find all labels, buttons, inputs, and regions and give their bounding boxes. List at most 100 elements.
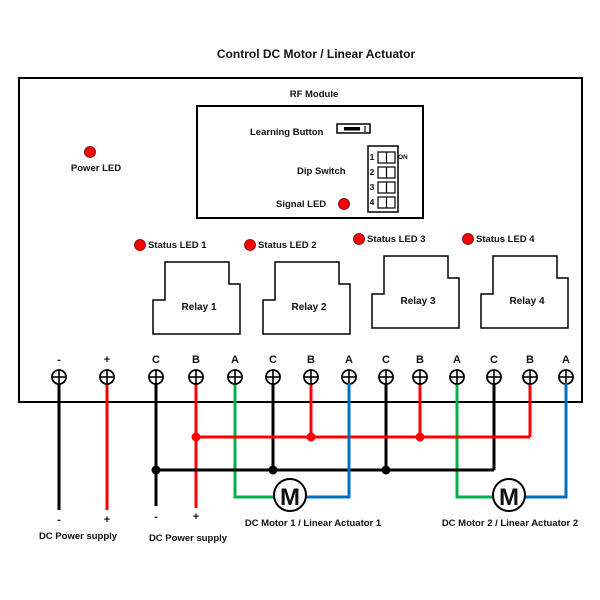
power-supplies: - + DC Power supply - + DC Power supply — [39, 511, 228, 544]
motor-label: DC Motor 2 / Linear Actuator 2 — [442, 518, 578, 529]
terminal-label: C — [152, 354, 160, 366]
terminal-label: + — [104, 354, 110, 366]
dip-position-number: 3 — [370, 182, 375, 192]
relay-label: Relay 1 — [181, 302, 216, 313]
motor-icon — [273, 478, 307, 512]
junction-dot — [151, 465, 161, 475]
rf-module-label: RF Module — [290, 89, 339, 100]
relay-1: Status LED 1 Relay 1 — [134, 239, 241, 335]
dip-position-number: 1 — [370, 152, 375, 162]
controller-board — [18, 77, 583, 403]
relay-2: Status LED 2 Relay 2 — [244, 239, 351, 335]
motor-wire-blue — [525, 383, 568, 499]
terminal-14[interactable]: A — [558, 354, 574, 385]
terminal-label: A — [231, 354, 239, 366]
minus-label: - — [154, 511, 158, 523]
relay-body — [152, 261, 241, 335]
terminal-12[interactable]: C — [486, 354, 502, 385]
status-led-icon — [134, 239, 146, 251]
status-led-icon — [462, 233, 474, 245]
relay-label: Relay 3 — [400, 296, 435, 307]
terminal-5[interactable]: A — [227, 354, 243, 385]
rf-module-box — [196, 105, 424, 219]
terminal-label: A — [562, 354, 570, 366]
status-led-label: Status LED 2 — [258, 240, 317, 251]
terminal-3[interactable]: C — [148, 354, 164, 385]
terminal-2[interactable]: + — [99, 354, 115, 385]
terminal-8[interactable]: A — [341, 354, 357, 385]
relay-body — [262, 261, 351, 335]
learning-button[interactable] — [336, 123, 371, 134]
terminal-6[interactable]: C — [265, 354, 281, 385]
terminal-label: B — [526, 354, 534, 366]
status-led-icon — [353, 233, 365, 245]
signal-led-icon — [338, 198, 350, 210]
dc-motor-1: M DC Motor 1 / Linear Actuator 1 — [233, 383, 382, 529]
junction-dot — [306, 432, 316, 442]
terminal-label: B — [416, 354, 424, 366]
relay-body — [371, 255, 460, 329]
status-led-label: Status LED 1 — [148, 240, 207, 251]
dip-switch-4[interactable] — [377, 196, 396, 209]
junction-dot — [268, 465, 278, 475]
learning-button-label: Learning Button — [250, 127, 324, 138]
motor-label: DC Motor 1 / Linear Actuator 1 — [245, 518, 382, 529]
motor-wire-blue — [306, 383, 351, 499]
motor-symbol: M — [280, 484, 300, 511]
terminal-7[interactable]: B — [303, 354, 319, 385]
dip-switch-housing — [367, 145, 399, 213]
power-supply-label: DC Power supply — [39, 531, 118, 542]
signal-led-label: Signal LED — [276, 199, 326, 210]
terminal-13[interactable]: B — [522, 354, 538, 385]
power-led-icon — [84, 146, 96, 158]
dip-on-label: ON — [398, 154, 408, 161]
terminal-10[interactable]: B — [412, 354, 428, 385]
motor-symbol: M — [499, 484, 519, 511]
terminal-label: B — [192, 354, 200, 366]
status-led-label: Status LED 4 — [476, 234, 535, 245]
dc-motor-2: M DC Motor 2 / Linear Actuator 2 — [442, 383, 578, 529]
terminal-label: B — [307, 354, 315, 366]
terminal-11[interactable]: A — [449, 354, 465, 385]
motor-wire-green — [233, 495, 274, 499]
dip-position-number: 2 — [370, 167, 375, 177]
terminal-label: A — [453, 354, 461, 366]
dip-position-number: 4 — [370, 197, 375, 207]
plus-label: + — [104, 514, 110, 526]
terminal-4[interactable]: B — [188, 354, 204, 385]
power-led-label: Power LED — [71, 163, 121, 174]
junction-dot — [415, 432, 425, 442]
power-supply-label: DC Power supply — [149, 533, 228, 544]
dip-switch-3[interactable] — [377, 181, 396, 194]
relay-body — [480, 255, 569, 329]
terminal-label: C — [269, 354, 277, 366]
dip-switch[interactable]: 1 2 3 4 ON — [367, 145, 408, 213]
dip-switch-2[interactable] — [377, 166, 396, 179]
terminal-label: - — [57, 354, 61, 366]
terminal-9[interactable]: C — [378, 354, 394, 385]
dip-switch-label: Dip Switch — [297, 166, 346, 177]
junction-dot — [191, 432, 201, 442]
plus-label: + — [193, 511, 199, 523]
minus-label: - — [57, 514, 61, 526]
motor-wire-green — [455, 495, 493, 499]
motor-icon — [492, 478, 526, 512]
relay-label: Relay 2 — [291, 302, 326, 313]
diagram-title: Control DC Motor / Linear Actuator — [217, 47, 416, 61]
terminal-label: A — [345, 354, 353, 366]
relay-label: Relay 4 — [509, 296, 544, 307]
terminal-label: C — [490, 354, 498, 366]
dc-power-supply-1: - + DC Power supply — [39, 514, 118, 542]
dip-switch-1[interactable] — [377, 151, 396, 164]
status-led-icon — [244, 239, 256, 251]
motors: M DC Motor 1 / Linear Actuator 1 M DC Motor… — [233, 383, 578, 529]
terminal-label: C — [382, 354, 390, 366]
junction-dot — [381, 465, 391, 475]
dc-power-supply-2: - + DC Power supply — [149, 511, 228, 544]
terminal-block: - + C B A C B A C B A C B A — [51, 354, 574, 385]
terminal-1[interactable]: - — [51, 354, 67, 385]
relay-4: Status LED 4 Relay 4 — [462, 233, 569, 329]
